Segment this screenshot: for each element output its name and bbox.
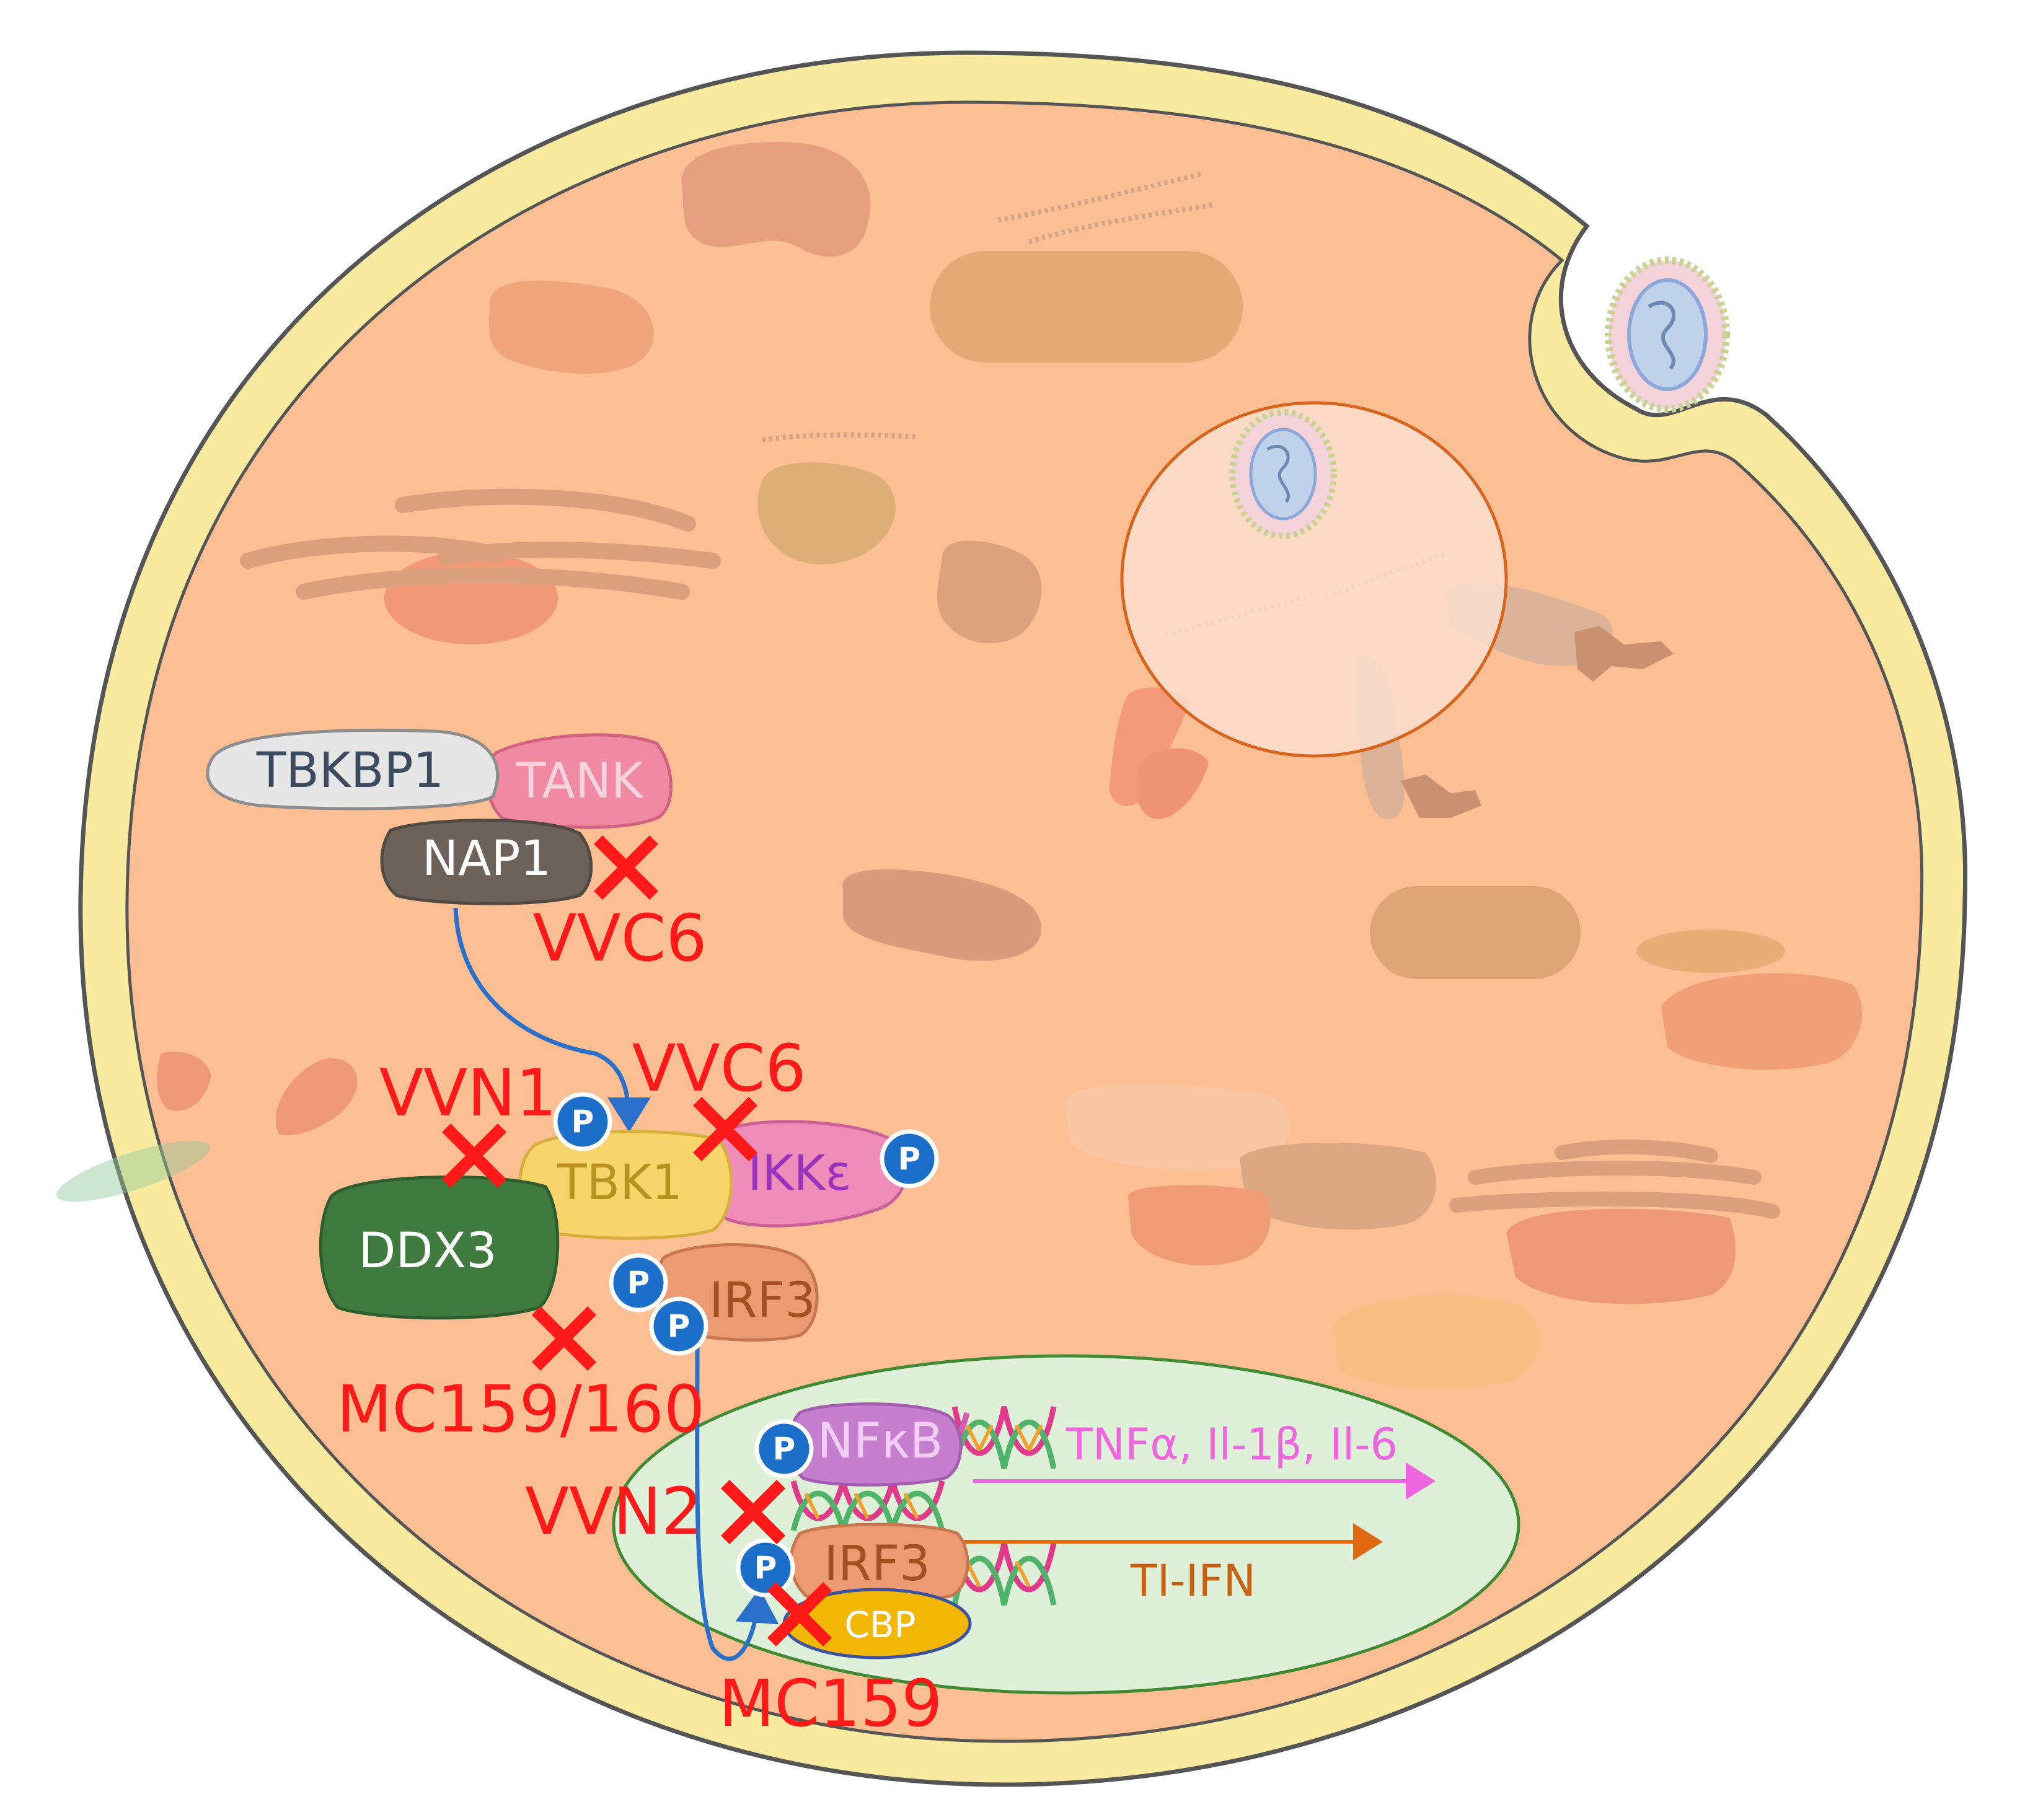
organelle — [384, 552, 558, 644]
nap1-to-tbk1-arrow — [453, 907, 651, 1132]
tank-label: TANK — [516, 754, 644, 809]
ikke-label: IKKε — [748, 1146, 851, 1202]
svg-text:P: P — [627, 1265, 650, 1301]
phosphate-icon: P — [611, 1255, 666, 1310]
nfkb-targets-label: TNFα, Il-1β, Il-6 — [1065, 1419, 1398, 1470]
endosome-vesicle — [1120, 401, 1508, 758]
organelle — [275, 1058, 358, 1135]
tank-protein — [485, 733, 673, 829]
virus-particle-icon — [1229, 409, 1337, 539]
irf3-nuc-protein — [789, 1523, 969, 1603]
vvn1-label: VVN1 — [379, 1055, 557, 1131]
organelle — [1506, 1208, 1736, 1304]
organelle — [488, 280, 654, 374]
endosome — [1120, 401, 1508, 758]
irf3-cyto-label: IRF3 — [709, 1273, 816, 1329]
organelle — [1110, 687, 1190, 806]
nuclear-factors: NFκB IRF3 CBP — [782, 1402, 972, 1660]
virus-particle-icon — [1605, 257, 1730, 413]
organelle — [1128, 1185, 1271, 1266]
phosphate-icon: P — [757, 1422, 811, 1476]
organelle — [757, 462, 896, 565]
irf3-translocation-arrow — [695, 1344, 779, 1661]
vvc6-ikke-label: VVC6 — [632, 1031, 806, 1106]
nfkb-label: NFκB — [818, 1413, 943, 1469]
mc159-160-label: MC159/160 — [337, 1371, 705, 1447]
ddx3-label: DDX3 — [358, 1223, 496, 1279]
adaptor-complex: TBKBP1 TANK NAP1 — [206, 728, 673, 905]
phosphate-icon: P — [555, 1094, 610, 1149]
organelle — [1661, 973, 1863, 1070]
svg-text:P: P — [773, 1431, 796, 1467]
dna-icon — [790, 1480, 945, 1532]
tbkbp1-protein — [206, 728, 500, 811]
organelle — [930, 251, 1243, 363]
organelle — [1401, 775, 1481, 818]
organelle — [1574, 626, 1674, 682]
organelle — [56, 1140, 210, 1202]
golgi-stack — [240, 488, 721, 600]
organelle — [1240, 1142, 1436, 1230]
vvn2-label: VVN2 — [525, 1474, 702, 1549]
organelle — [681, 142, 871, 257]
tbk1-label: TBK1 — [557, 1155, 682, 1211]
irf3-nuc-label: IRF3 — [824, 1536, 930, 1592]
tbkbp1-label: TBKBP1 — [256, 743, 444, 799]
organelle — [1333, 1295, 1540, 1389]
phosphate-icon: P — [882, 1132, 937, 1186]
phosphate-icon: P — [651, 1299, 706, 1353]
ifn-targets-label: TI-IFN — [1130, 1555, 1256, 1606]
cbp-label: CBP — [844, 1604, 915, 1646]
svg-text:P: P — [571, 1104, 594, 1140]
golgi-stack-right — [1449, 1139, 1780, 1219]
background-organelles — [56, 142, 1863, 1389]
svg-text:P: P — [898, 1141, 921, 1177]
organelle — [842, 869, 1041, 961]
svg-text:P: P — [754, 1550, 777, 1586]
organelle — [937, 540, 1042, 644]
nap1-protein — [380, 819, 593, 905]
phosphate-icon: P — [738, 1541, 793, 1595]
mc159-label: MC159 — [719, 1666, 943, 1741]
organelle — [1370, 886, 1581, 979]
organelle — [1636, 930, 1785, 973]
organelle — [157, 1052, 211, 1111]
vvc6-nap1-label: VVC6 — [532, 900, 707, 976]
svg-text:P: P — [668, 1308, 690, 1344]
organelle — [1066, 1084, 1290, 1170]
organelle — [1136, 748, 1209, 819]
nap1-label: NAP1 — [422, 831, 551, 887]
